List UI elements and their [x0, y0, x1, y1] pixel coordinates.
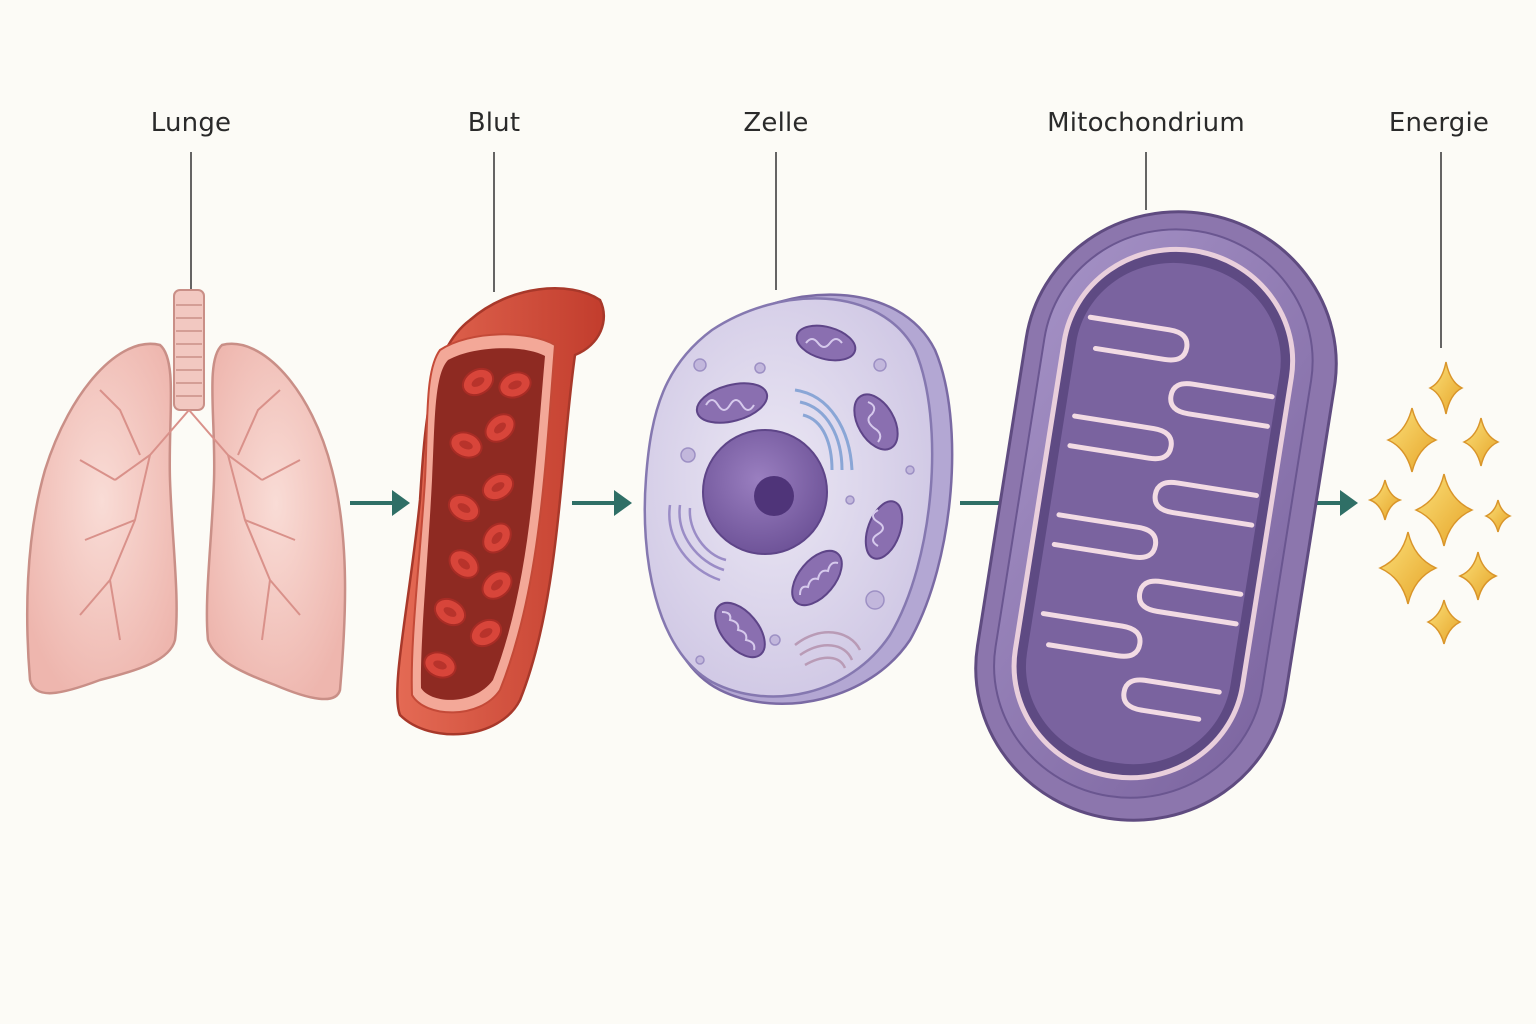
- label-lung: Lunge: [150, 108, 232, 138]
- sparkle: [1378, 531, 1438, 605]
- sparkle: [1386, 407, 1438, 473]
- mitochondrion-illustration: [974, 210, 1338, 822]
- sparkle: [1426, 599, 1462, 645]
- cell-illustration: [643, 293, 954, 706]
- vesicles: [680, 358, 915, 665]
- cell-mitochondria-cristae: [705, 338, 884, 651]
- left-lung: [25, 342, 178, 695]
- blood-vessel-illustration: [396, 287, 606, 736]
- energy-sparkles: [1367, 361, 1512, 645]
- sparkle: [1484, 499, 1512, 533]
- label-cell: Zelle: [743, 108, 809, 138]
- nucleolus: [754, 476, 794, 516]
- cristae: [1040, 314, 1275, 722]
- trachea: [173, 289, 205, 411]
- right-lung: [205, 342, 347, 701]
- sparkle: [1458, 551, 1498, 601]
- label-energy: Energie: [1388, 108, 1490, 138]
- lungs-illustration: [25, 289, 347, 701]
- golgi-apparatus: [794, 631, 862, 669]
- sparkle: [1367, 479, 1403, 521]
- bronchial-tree: [79, 389, 301, 641]
- sparkle: [1428, 361, 1464, 415]
- endoplasmic-reticulum: [794, 388, 854, 471]
- label-mitochondrion: Mitochondrium: [1047, 108, 1245, 138]
- label-blood: Blut: [467, 108, 521, 138]
- golgi-left: [668, 504, 727, 582]
- arrow-blood-to-cell: [572, 490, 632, 516]
- sparkle: [1462, 417, 1500, 467]
- sparkle: [1414, 473, 1474, 547]
- rbc-centers: [433, 377, 522, 670]
- arrow-lung-to-blood: [350, 490, 410, 516]
